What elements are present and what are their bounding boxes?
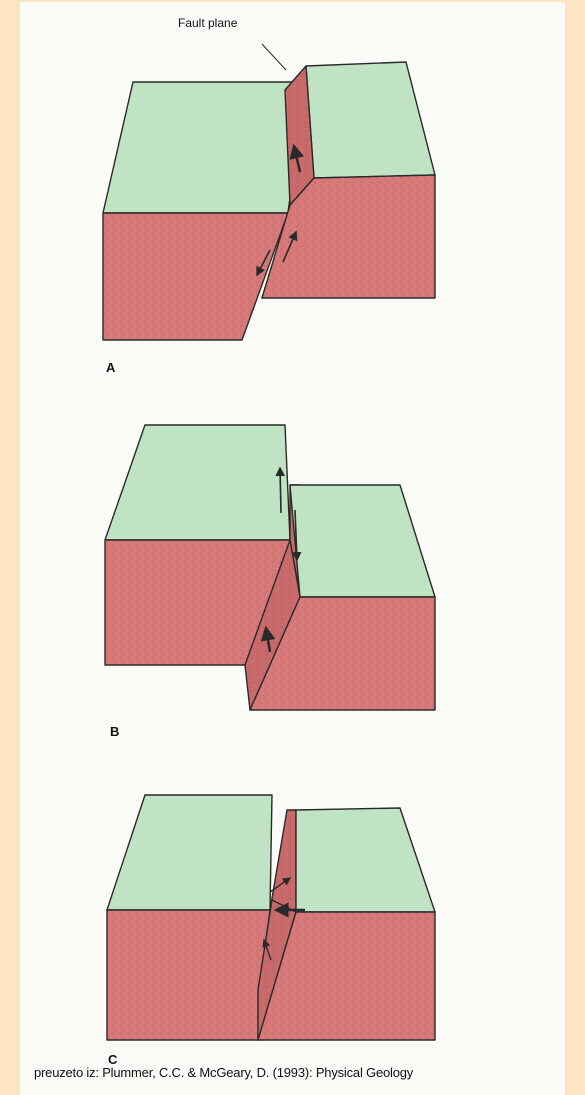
panel-a-right-block-top-face [306,62,435,178]
panel-a-left-block-front [103,213,288,340]
panel-c-left-block-top [107,795,272,910]
panel-b-block-diagram [105,425,435,710]
panel-b-label: B [110,724,119,739]
panel-b-left-block-top [105,425,290,540]
panel-c-fault-plane [270,810,296,912]
panel-b-arrow-up [280,468,281,513]
panel-c-block-diagram [107,795,435,1040]
fault-plane-label: Fault plane [178,16,237,30]
panel-a-right-block-top [285,0,306,66]
panel-a-label: A [106,360,115,375]
panel-c-left-block-front [107,910,270,1040]
source-credit: preuzeto iz: Plummer, C.C. & McGeary, D.… [34,1065,413,1080]
panel-b-right-block-top [290,485,435,597]
panel-c-right-block-top [296,808,435,912]
panel-a-left-block-top [103,82,306,213]
panel-a-leader-line [262,44,286,70]
panel-a-block-diagram [103,0,435,340]
